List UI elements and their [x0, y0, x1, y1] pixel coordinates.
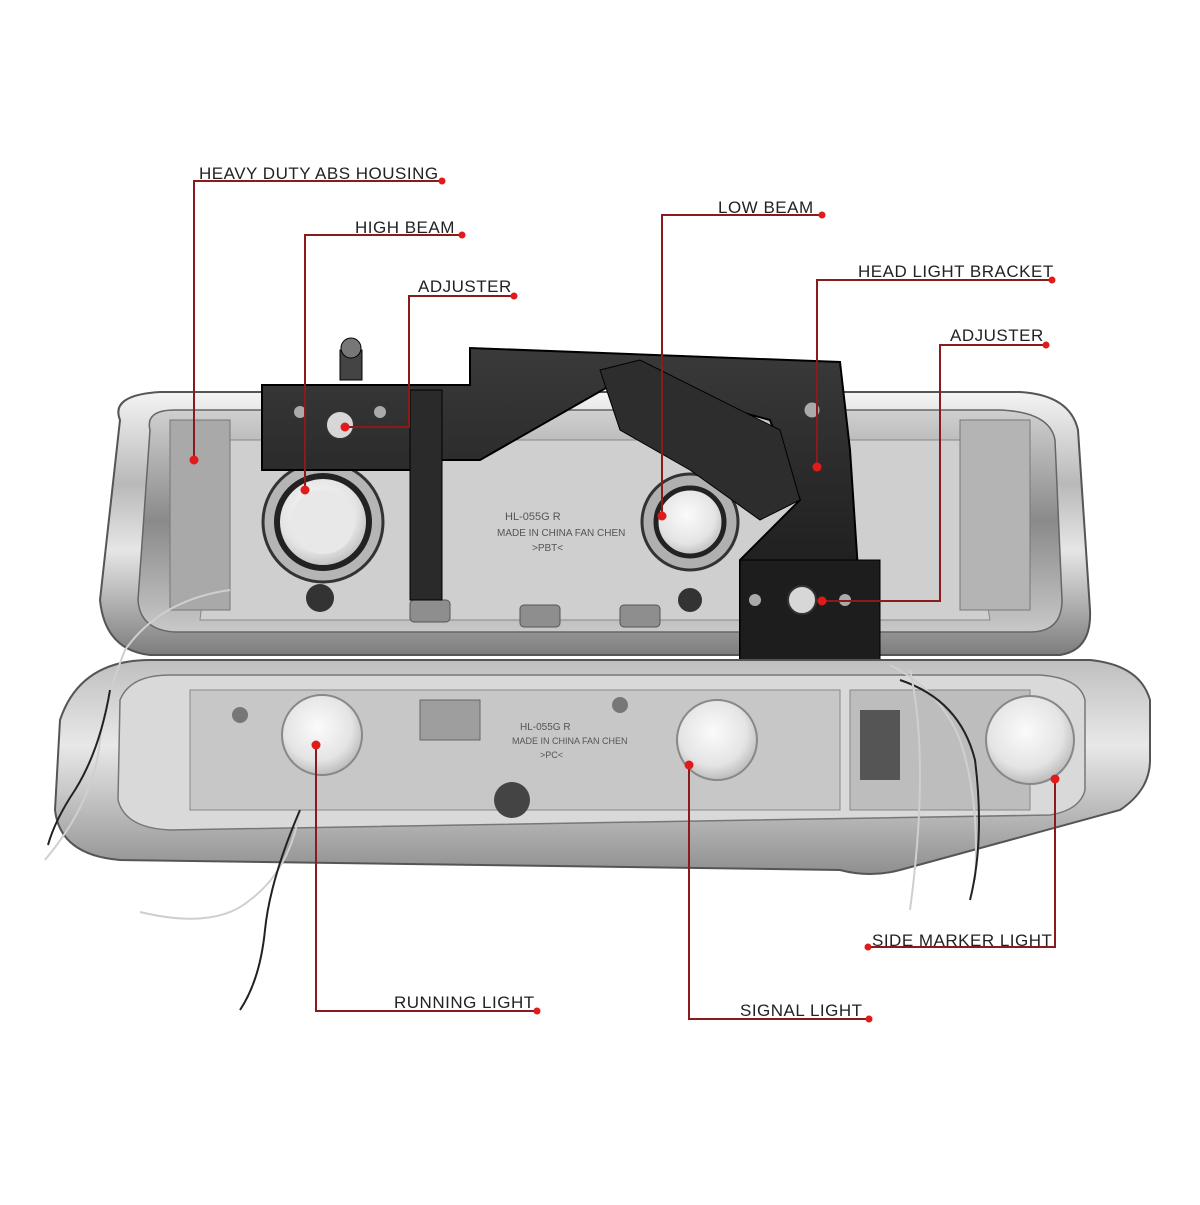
- leader-line-low-beam: [661, 214, 822, 516]
- leader-line-side-marker-light: [868, 779, 1056, 948]
- lower-material: >PC<: [540, 750, 563, 760]
- leader-end-dot-heavy-duty-abs-housing: [438, 177, 446, 185]
- leader-end-dot-high-beam: [458, 231, 466, 239]
- label-heavy-duty-abs-housing: HEAVY DUTY ABS HOUSING: [199, 164, 439, 183]
- adjuster-screw-left: [294, 337, 386, 440]
- wire-harness: [44, 589, 980, 1011]
- signal-light-bulb: [676, 699, 758, 781]
- label-side-marker-light: SIDE MARKER LIGHT: [872, 931, 1053, 950]
- leader-anchor-dot-side-marker-light: [1050, 774, 1060, 784]
- leader-line-heavy-duty-abs-housing: [193, 180, 442, 460]
- upper-material: >PBT<: [532, 543, 563, 554]
- leader-end-dot-signal-light: [865, 1015, 873, 1023]
- low-beam-socket: [640, 472, 740, 572]
- running-light-bulb: [281, 694, 363, 776]
- leader-end-dot-adjuster-left: [510, 292, 518, 300]
- leader-line-adjuster-right: [822, 344, 1046, 602]
- leader-end-dot-low-beam: [818, 211, 826, 219]
- leader-anchor-dot-low-beam: [657, 511, 667, 521]
- label-high-beam: HIGH BEAM: [355, 218, 455, 237]
- label-adjuster-right: ADJUSTER: [950, 326, 1044, 345]
- leader-end-dot-side-marker-light: [864, 943, 872, 951]
- label-head-light-bracket: HEAD LIGHT BRACKET: [858, 262, 1054, 281]
- leader-end-dot-running-light: [533, 1007, 541, 1015]
- label-adjuster-left: ADJUSTER: [418, 277, 512, 296]
- leader-end-dot-adjuster-right: [1042, 341, 1050, 349]
- leader-anchor-dot-adjuster-left: [340, 422, 350, 432]
- lower-part-number: HL-055G R: [520, 722, 571, 733]
- leader-line-adjuster-left: [345, 295, 514, 428]
- embossed-marking-lower: HL-055G R MADE IN CHINA FAN CHEN >PC<: [512, 722, 628, 760]
- leader-anchor-dot-high-beam: [300, 485, 310, 495]
- leader-line-head-light-bracket: [816, 279, 1052, 467]
- upper-made-in: MADE IN CHINA FAN CHEN: [497, 528, 625, 539]
- high-beam-socket: [261, 460, 385, 584]
- leader-line-running-light: [315, 745, 537, 1012]
- leader-line-signal-light: [688, 765, 869, 1020]
- label-signal-light: SIGNAL LIGHT: [740, 1001, 863, 1020]
- label-running-light: RUNNING LIGHT: [394, 993, 535, 1012]
- side-marker-bulb: [985, 695, 1075, 785]
- leader-anchor-dot-heavy-duty-abs-housing: [189, 455, 199, 465]
- leader-anchor-dot-signal-light: [684, 760, 694, 770]
- lower-made-in: MADE IN CHINA FAN CHEN: [512, 736, 628, 746]
- label-low-beam: LOW BEAM: [718, 198, 814, 217]
- upper-part-number: HL-055G R: [505, 511, 561, 523]
- embossed-marking-upper: HL-055G R MADE IN CHINA FAN CHEN >PBT<: [497, 511, 625, 554]
- leader-end-dot-head-light-bracket: [1048, 276, 1056, 284]
- leader-anchor-dot-running-light: [311, 740, 321, 750]
- leader-line-high-beam: [304, 234, 462, 490]
- leader-anchor-dot-adjuster-right: [817, 596, 827, 606]
- leader-anchor-dot-head-light-bracket: [812, 462, 822, 472]
